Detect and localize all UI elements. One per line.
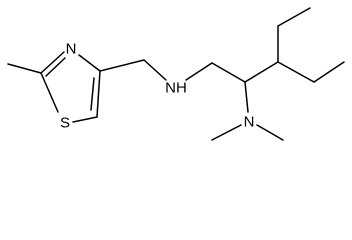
bond-ch-n xyxy=(244,81,249,113)
bond-c4-ch2 xyxy=(99,59,145,72)
bond-c5-s1 xyxy=(72,116,98,123)
bond-ethyl-upper-terminal xyxy=(277,7,311,27)
bond-ethyl-lower-terminal xyxy=(313,61,345,83)
bond-methyl-c2 xyxy=(7,63,42,74)
bond-ch2-ch xyxy=(211,62,246,83)
bond-ch2-nh xyxy=(143,59,167,81)
bond-n-methyl-left xyxy=(211,124,242,141)
bond-nh-ch2 xyxy=(185,62,213,81)
atom-n-dimethylamino: N xyxy=(244,114,255,131)
atom-label-s-thiazole: S xyxy=(60,115,70,132)
atom-label-n-dimethylamino: N xyxy=(244,114,255,131)
bond-c4-c5-double xyxy=(90,77,95,111)
atom-n-thiazole: N xyxy=(66,41,77,58)
atom-nh-amine: NH xyxy=(165,80,187,97)
bond-n3-c4 xyxy=(78,54,101,72)
bond-s1-c2 xyxy=(40,72,59,113)
bond-c4-c5 xyxy=(96,70,101,118)
bond-c2-n3 xyxy=(40,51,65,74)
bond-c2-n3-double xyxy=(45,57,66,77)
atom-label-n-thiazole: N xyxy=(66,41,77,58)
bond-n-methyl-right xyxy=(256,124,284,141)
atom-label-nh-amine: NH xyxy=(165,80,187,97)
bond-ch-ch-branch xyxy=(244,61,279,83)
bond-branch-ch2-lower xyxy=(277,61,315,83)
atom-s-thiazole: S xyxy=(60,115,70,132)
molecule-structure: N S NH N xyxy=(7,7,345,141)
